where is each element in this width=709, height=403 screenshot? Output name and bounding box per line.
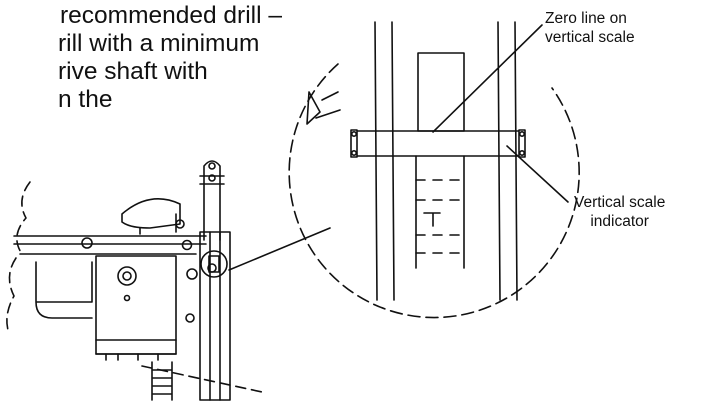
instruction-line-3: rive shaft with	[58, 58, 208, 85]
scale-tick-marks	[415, 179, 467, 254]
vertical-column	[199, 231, 231, 401]
machine-assembly	[6, 160, 263, 401]
indicator-callout-line-1: Vertical scale	[574, 194, 666, 211]
instruction-line-2: rill with a minimum	[58, 30, 260, 57]
base-plate	[35, 261, 93, 319]
detail-circle	[288, 63, 580, 319]
vertical-scale-indicator-callout: Vertical scale indicator	[574, 193, 665, 231]
scale-digit-mark	[423, 212, 441, 227]
motor-knob	[117, 266, 137, 286]
instruction-line-1: recommended drill –	[60, 2, 282, 29]
top-cap	[121, 198, 181, 229]
break-line-lower	[6, 257, 17, 331]
indicator-callout-line-2: indicator	[590, 213, 649, 230]
magnified-detail	[288, 21, 580, 319]
zero-line-leader	[432, 24, 543, 133]
indicator-end-right	[518, 129, 526, 158]
column-edge-left-inner	[391, 21, 395, 301]
scale-lower-edges	[415, 155, 465, 269]
rail	[13, 235, 207, 255]
upright-post	[203, 160, 221, 241]
indicator-leader	[506, 145, 569, 203]
instruction-text: recommended drill – rill with a minimum …	[58, 2, 320, 114]
detail-triangle-mark	[306, 91, 321, 125]
column-edge-right-inner	[497, 21, 501, 301]
zero-line-callout: Zero line on vertical scale	[545, 9, 635, 47]
vertical-scale-indicator-bar	[353, 130, 523, 157]
column-edge-left-outer	[374, 21, 378, 301]
column-edge-right-outer	[514, 21, 518, 301]
gear-stack	[151, 361, 173, 401]
zero-line-callout-line-2: vertical scale	[545, 29, 635, 46]
instruction-line-4: n the	[58, 86, 113, 113]
detail-source-circle	[200, 250, 228, 278]
scale-window	[417, 52, 465, 132]
indicator-end-left	[350, 129, 358, 158]
zero-line-callout-line-1: Zero line on	[545, 10, 627, 27]
detail-left-part	[315, 91, 341, 119]
detail-leader	[228, 227, 331, 271]
